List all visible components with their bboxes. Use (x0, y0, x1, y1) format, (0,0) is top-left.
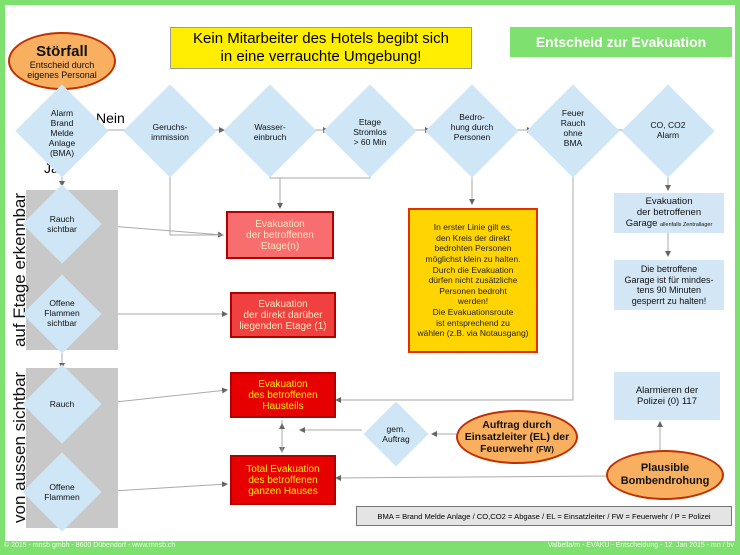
start-sub1: Entscheid durch (29, 59, 95, 70)
side-label-etage: auf Etage erkennbar (10, 192, 29, 348)
footer-left: © 2015 - mnsb gmbh - 8600 Dübendorf - ww… (4, 542, 176, 549)
decision-gem-auftrag-label: gem.Auftrag (382, 424, 410, 444)
footer-right: Valbella/m - EVAKU - Entscheidung - 12. … (547, 542, 734, 549)
start-oval: Störfall Entscheid durch eigenes Persona… (8, 32, 116, 90)
page-title: Entscheid zur Evakuation (510, 27, 732, 57)
decision-wasser-label: Wasser-einbruch (253, 122, 287, 142)
start-title: Störfall (36, 42, 88, 60)
note-box: In erster Linie gilt es,den Kreis der di… (408, 208, 538, 353)
footer: © 2015 - mnsb gmbh - 8600 Dübendorf - ww… (0, 541, 740, 555)
warning-banner: Kein Mitarbeiter des Hotels begibt sich … (170, 27, 472, 69)
side-label-aussen: von aussen sichtbar (10, 371, 29, 523)
garage-evak-box: Evakuation der betroffenen Garage allenf… (614, 193, 724, 233)
decision-geruch-label: Geruchs-immission (151, 122, 189, 142)
warning-line1: Kein Mitarbeiter des Hotels begibt sich (193, 30, 449, 47)
decision-rauch-label: Rauch (49, 399, 75, 409)
edge-label-nein: Nein (96, 110, 125, 126)
warning-line2: in eine verrauchte Umgebung! (220, 48, 422, 65)
start-sub2: eigenes Personal (27, 69, 97, 80)
legend: BMA = Brand Melde Anlage / CO,CO2 = Abga… (356, 506, 732, 526)
